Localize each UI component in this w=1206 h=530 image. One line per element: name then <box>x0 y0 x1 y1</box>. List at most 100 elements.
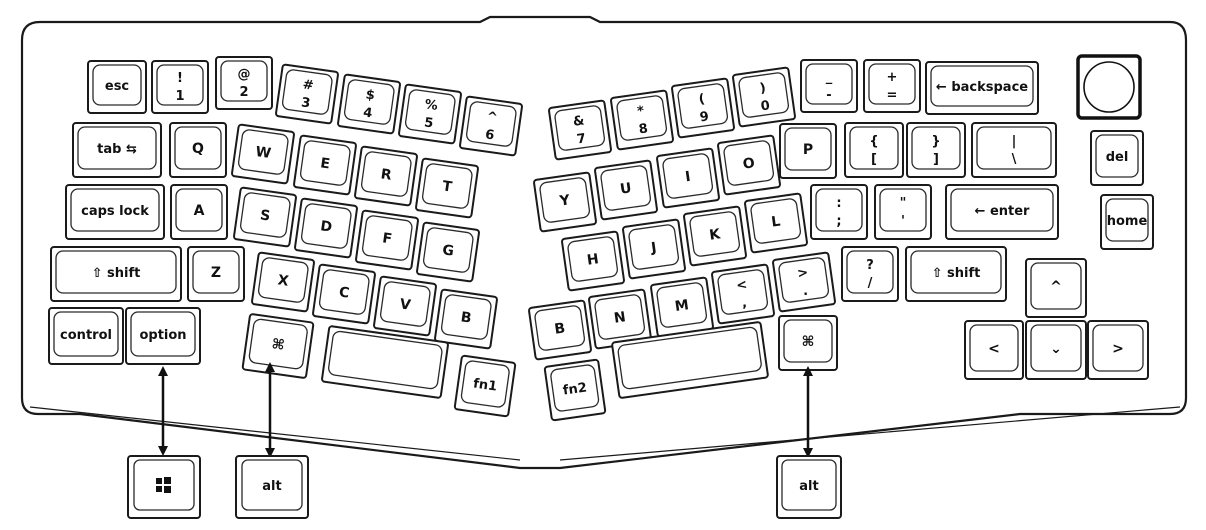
key-down[interactable]: ⌄ <box>1025 320 1087 380</box>
key-b2[interactable]: B <box>528 299 592 361</box>
key-d[interactable]: D <box>294 197 358 259</box>
key-del[interactable]: del <box>1090 130 1144 186</box>
key-minus[interactable]: _- <box>800 59 858 113</box>
key-p-label: P <box>803 142 813 158</box>
key-j[interactable]: J <box>622 218 686 280</box>
key-num7[interactable]: &7 <box>548 99 612 161</box>
key-option[interactable]: option <box>125 307 201 365</box>
key-equal[interactable]: += <box>863 59 921 113</box>
key-control[interactable]: control <box>48 307 124 365</box>
key-o[interactable]: O <box>717 134 781 196</box>
key-backslash[interactable]: |\ <box>971 122 1057 178</box>
key-num8-label: 8 <box>638 121 649 137</box>
arrowhead-icon <box>265 362 275 372</box>
navigation-cluster: del home^< ⌄ > <box>964 130 1154 380</box>
key-fn1[interactable]: fn1 <box>453 354 517 418</box>
key-left[interactable]: < <box>964 320 1024 380</box>
key-num4[interactable]: $4 <box>337 73 401 135</box>
key-semicolon-label: ; <box>836 214 841 229</box>
key-z[interactable]: Z <box>187 246 245 302</box>
key-rshift[interactable]: ⇧ shift <box>905 246 1007 302</box>
key-num6[interactable]: ^6 <box>459 95 523 157</box>
key-rshift-label: ⇧ shift <box>932 266 981 281</box>
key-b[interactable]: B <box>434 288 498 350</box>
key-x[interactable]: X <box>251 251 315 313</box>
key-num2[interactable]: @2 <box>215 56 273 110</box>
key-n[interactable]: N <box>588 288 652 350</box>
key-t[interactable]: T <box>415 157 479 219</box>
key-a[interactable]: A <box>170 184 228 240</box>
windows-logo-icon <box>156 477 171 493</box>
key-esc[interactable]: esc <box>87 60 147 114</box>
key-quote[interactable]: "' <box>874 184 932 240</box>
key-lcmd-label: ⌘ <box>271 336 286 354</box>
key-k-label: K <box>708 226 722 244</box>
key-c[interactable]: C <box>312 263 376 325</box>
key-u[interactable]: U <box>594 159 658 221</box>
key-space2[interactable] <box>611 321 769 399</box>
key-down-label: ⌄ <box>1050 341 1062 357</box>
key-rbracket[interactable]: }] <box>906 122 966 178</box>
key-esc-label: esc <box>105 79 129 94</box>
key-num3[interactable]: #3 <box>275 63 339 125</box>
key-backspace[interactable]: ← backspace <box>925 61 1039 115</box>
key-z-label: Z <box>211 265 221 281</box>
key-lcmd[interactable]: ⌘ <box>241 313 315 379</box>
key-o-label: O <box>742 155 756 173</box>
key-semicolon[interactable]: :; <box>810 184 868 240</box>
key-l[interactable]: L <box>744 192 808 254</box>
key-n-label: N <box>613 309 627 326</box>
key-i[interactable]: I <box>656 147 720 209</box>
key-comma[interactable]: <, <box>711 263 775 325</box>
key-right-label: > <box>1112 341 1124 357</box>
key-space1[interactable] <box>321 325 449 399</box>
key-g[interactable]: G <box>416 221 480 283</box>
key-rcmd-label: ⌘ <box>802 334 815 350</box>
key-j-label: J <box>649 240 657 257</box>
key-slash[interactable]: ?/ <box>841 246 899 302</box>
key-r[interactable]: R <box>354 145 418 207</box>
key-r-label: R <box>380 166 393 183</box>
key-num1[interactable]: !1 <box>151 60 209 114</box>
key-home[interactable]: home <box>1100 194 1154 250</box>
key-lshift[interactable]: ⇧ shift <box>50 246 182 302</box>
key-backspace-label: ← backspace <box>936 80 1028 95</box>
key-num6-label: 6 <box>484 127 495 143</box>
key-capslock[interactable]: caps lock <box>65 184 165 240</box>
key-num7-shift-label: & <box>572 113 585 129</box>
key-h[interactable]: H <box>561 230 625 292</box>
key-m[interactable]: M <box>650 276 714 338</box>
key-num9[interactable]: (9 <box>671 77 735 139</box>
key-e[interactable]: E <box>293 134 357 196</box>
key-rcmd[interactable]: ⌘ <box>778 315 838 371</box>
key-num0[interactable]: )0 <box>732 66 796 128</box>
key-l-label: L <box>770 213 781 230</box>
key-f[interactable]: F <box>355 209 419 271</box>
key-lbracket[interactable]: {[ <box>844 122 904 178</box>
key-q-label: Q <box>192 141 204 157</box>
key-num4-label: 4 <box>362 105 373 121</box>
left-alt-label: alt <box>262 479 281 494</box>
rotary-knob[interactable] <box>1076 54 1142 120</box>
arrowhead-icon <box>158 366 168 376</box>
key-num8[interactable]: *8 <box>610 89 674 151</box>
key-capslock-label: caps lock <box>81 204 149 219</box>
key-p[interactable]: P <box>779 123 837 179</box>
key-period[interactable]: >. <box>772 251 836 313</box>
key-num5[interactable]: %5 <box>398 83 462 145</box>
key-fn2[interactable]: fn2 <box>543 358 607 422</box>
key-quote-shift-label: " <box>900 196 907 211</box>
key-up[interactable]: ^ <box>1025 258 1087 318</box>
key-y[interactable]: Y <box>533 171 597 233</box>
key-tab[interactable]: tab ⇆ <box>72 122 162 178</box>
key-k[interactable]: K <box>683 205 747 267</box>
key-enter[interactable]: ← enter <box>945 184 1059 240</box>
key-s[interactable]: S <box>233 186 297 248</box>
key-num2-shift-label: @ <box>238 67 251 82</box>
key-v[interactable]: V <box>373 275 437 337</box>
key-num6-shift-label: ^ <box>486 109 499 125</box>
key-w[interactable]: W <box>231 123 295 185</box>
key-right[interactable]: > <box>1087 320 1149 380</box>
key-q[interactable]: Q <box>169 122 227 178</box>
right-alt-label: alt <box>799 479 818 494</box>
